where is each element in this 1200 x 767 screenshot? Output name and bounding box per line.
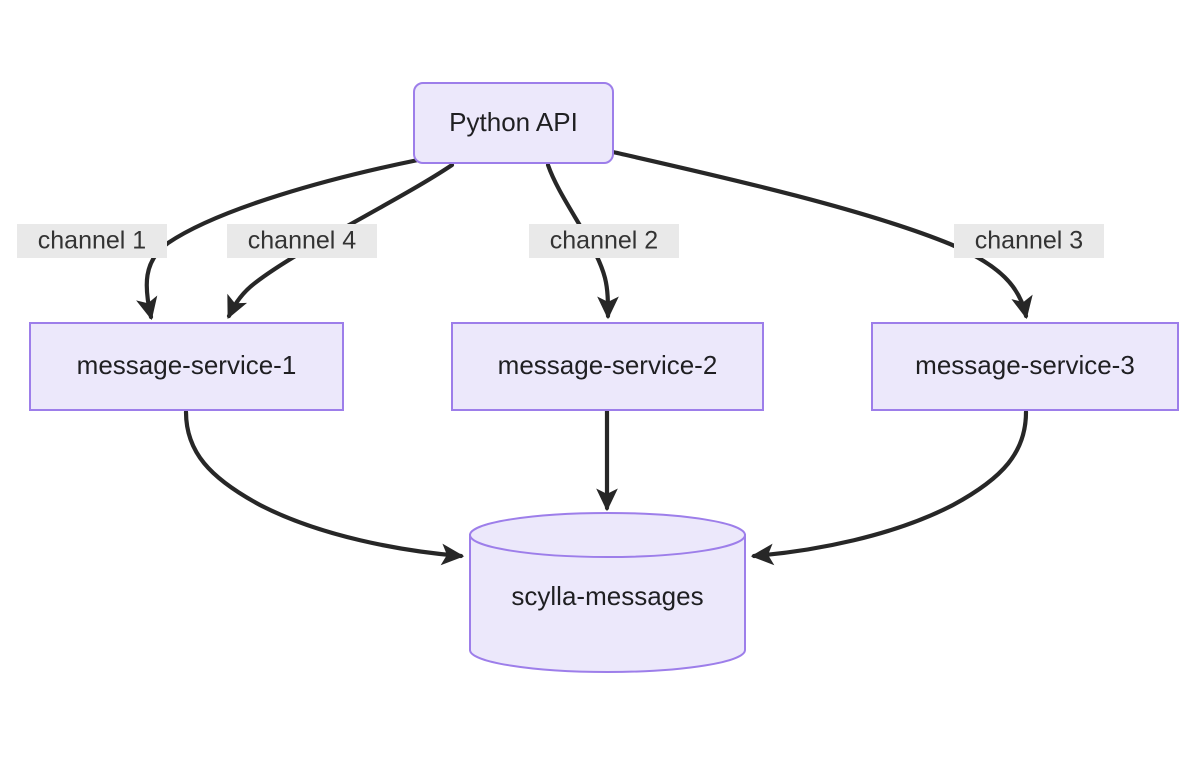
node-scylla-messages-body — [469, 534, 746, 674]
edge-labels-layer: channel 1 channel 4 channel 2 channel 3 — [17, 224, 1104, 258]
edge-service-3-to-db-path — [750, 409, 1029, 566]
node-python-api[interactable]: Python API — [413, 82, 614, 164]
edge-label-channel-3: channel 3 — [954, 224, 1104, 258]
edge-channel-4-path — [226, 162, 455, 319]
edge-service-1-to-db-path — [183, 409, 465, 566]
edge-label-channel-3-text: channel 3 — [975, 227, 1083, 255]
node-message-service-1-label: message-service-1 — [77, 350, 297, 380]
node-message-service-3[interactable]: message-service-3 — [871, 322, 1179, 411]
node-scylla-messages-top — [469, 512, 746, 558]
edge-label-channel-1-bg — [17, 224, 167, 258]
nodes-layer: Python API message-service-1 message-ser… — [29, 82, 1179, 674]
edge-label-channel-4-text: channel 4 — [248, 227, 357, 255]
node-message-service-2-label: message-service-2 — [498, 350, 718, 380]
node-message-service-3-shape — [871, 322, 1179, 411]
node-message-service-3-label: message-service-3 — [915, 350, 1135, 380]
node-scylla-messages-label: scylla-messages — [511, 581, 703, 611]
edge-label-channel-1: channel 1 — [17, 224, 167, 258]
node-message-service-1[interactable]: message-service-1 — [29, 322, 344, 411]
node-message-service-2-shape — [451, 322, 764, 411]
edges-layer — [136, 149, 1033, 566]
node-scylla-messages[interactable]: scylla-messages — [469, 512, 746, 674]
node-python-api-shape — [413, 82, 614, 164]
edge-label-channel-2: channel 2 — [529, 224, 679, 258]
node-message-service-1-shape — [29, 322, 344, 411]
edge-channel-2-path — [545, 162, 619, 320]
edge-label-channel-4-bg — [227, 224, 377, 258]
edge-label-channel-3-bg — [954, 224, 1104, 258]
edge-channel-3-path — [610, 149, 1033, 320]
edge-label-channel-4: channel 4 — [227, 224, 377, 258]
node-python-api-label: Python API — [449, 107, 578, 137]
edge-label-channel-2-bg — [529, 224, 679, 258]
edge-label-channel-2-text: channel 2 — [550, 227, 658, 255]
edge-label-channel-1-text: channel 1 — [38, 227, 146, 255]
node-message-service-2[interactable]: message-service-2 — [451, 322, 764, 411]
edge-channel-1-path — [136, 157, 421, 321]
